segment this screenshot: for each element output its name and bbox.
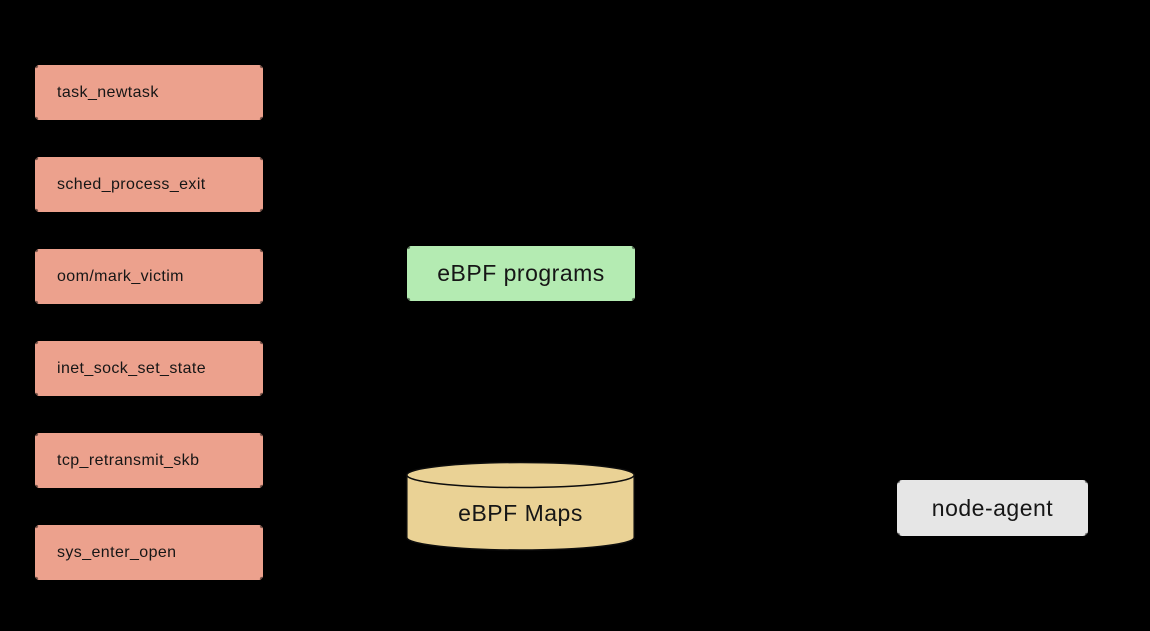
node-label: oom/mark_victim <box>57 267 184 285</box>
node-task-newtask: task_newtask <box>35 65 263 120</box>
node-node-agent: node-agent <box>897 480 1088 536</box>
database-cylinder-icon <box>406 461 635 551</box>
node-inet-sock-set-state: inet_sock_set_state <box>35 341 263 396</box>
node-label: task_newtask <box>57 83 159 101</box>
node-label: node-agent <box>931 494 1054 521</box>
node-sched-process-exit: sched_process_exit <box>35 157 263 212</box>
node-label: eBPF Maps <box>458 499 583 526</box>
node-label: tcp_retransmit_skb <box>57 451 200 469</box>
node-label: eBPF programs <box>437 260 605 286</box>
node-ebpf-maps: eBPF Maps <box>405 461 636 552</box>
node-label: inet_sock_set_state <box>57 359 207 377</box>
node-oom-mark-victim: oom/mark_victim <box>35 249 263 304</box>
node-sys-enter-open: sys_enter_open <box>35 525 263 580</box>
node-label: sys_enter_open <box>57 543 177 561</box>
node-tcp-retransmit-skb: tcp_retransmit_skb <box>35 433 263 488</box>
node-label: sched_process_exit <box>57 175 206 193</box>
node-ebpf-programs: eBPF programs <box>407 246 635 301</box>
